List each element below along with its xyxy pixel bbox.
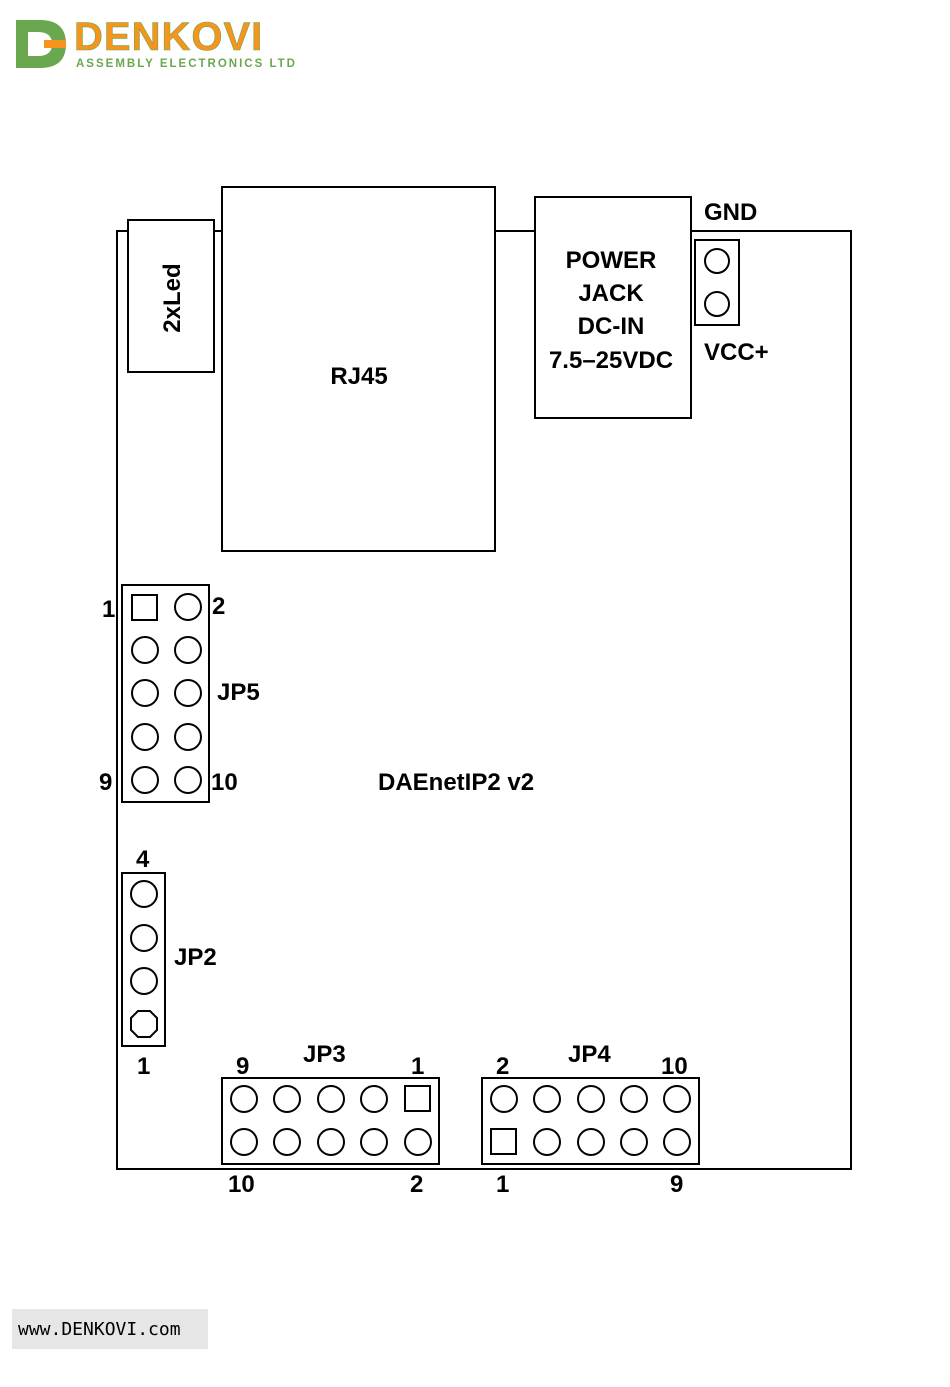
board-name: DAEnetIP2 v2 xyxy=(378,769,534,796)
jp4-pin10-label: 10 xyxy=(661,1053,688,1080)
led-label: 2xLed xyxy=(159,263,186,332)
jp2-pin1-label: 1 xyxy=(137,1053,150,1080)
jp3-label: JP3 xyxy=(303,1041,346,1068)
power-jack-block xyxy=(535,197,691,418)
power-jack-line-3: DC-IN xyxy=(578,313,645,340)
jp4-label: JP4 xyxy=(568,1041,611,1068)
jp5-pin10-label: 10 xyxy=(211,769,238,796)
jp3-pin9-label: 9 xyxy=(236,1053,249,1080)
brand-name: DENKOVI xyxy=(74,15,263,59)
power-terminal xyxy=(695,240,739,325)
jp5-label: JP5 xyxy=(217,679,260,706)
jp3-pin10-label: 10 xyxy=(228,1171,255,1198)
gnd-label: GND xyxy=(704,199,757,226)
jp5-pin1-label: 1 xyxy=(102,596,115,623)
jp2-header xyxy=(122,873,165,1046)
jp2-label: JP2 xyxy=(174,944,217,971)
footer-url: www.DENKOVI.com xyxy=(18,1319,181,1340)
jp5-pin9-label: 9 xyxy=(99,769,112,796)
jp3-pin1-label: 1 xyxy=(411,1053,424,1080)
vcc-label: VCC+ xyxy=(704,339,769,366)
jp3-pin2-label: 2 xyxy=(410,1171,423,1198)
jp4-pin9-label: 9 xyxy=(670,1171,683,1198)
jp4-pin2-label: 2 xyxy=(496,1053,509,1080)
jp2-pin4-label: 4 xyxy=(136,846,150,873)
power-jack-line-4: 7.5–25VDC xyxy=(549,347,673,374)
power-jack-line-2: JACK xyxy=(578,280,644,307)
denkovi-logo: DENKOVI ASSEMBLY ELECTRONICS LTD xyxy=(16,15,297,70)
rj45-label: RJ45 xyxy=(330,363,387,390)
footer-url-banner: www.DENKOVI.com xyxy=(12,1309,208,1349)
power-jack-line-1: POWER xyxy=(566,247,657,274)
logo-d-accent xyxy=(44,40,66,48)
jp4-pin1-label: 1 xyxy=(496,1171,509,1198)
jp5-pin2-label: 2 xyxy=(212,593,225,620)
brand-tagline: ASSEMBLY ELECTRONICS LTD xyxy=(76,58,297,70)
